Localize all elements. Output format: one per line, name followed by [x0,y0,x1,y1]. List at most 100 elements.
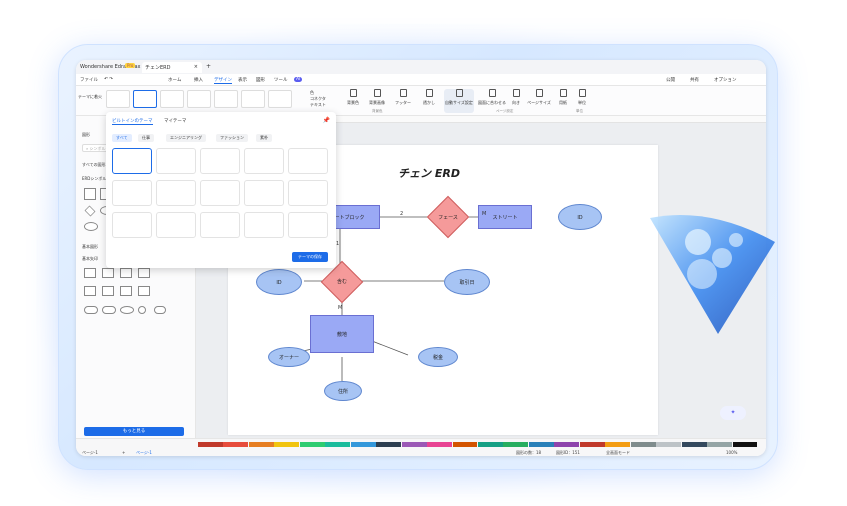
theme-card[interactable] [112,212,152,238]
basic-shape[interactable] [102,286,114,296]
menu-file[interactable]: ファイル [80,78,98,83]
theme-thumb[interactable] [187,90,211,108]
menu-home[interactable]: ホーム [168,78,182,83]
diagram-title[interactable]: チェン ERD [398,167,460,180]
page-tab[interactable]: ページ-1 [136,450,152,455]
color-option[interactable]: 色 [310,90,314,95]
basic-shape[interactable] [138,286,150,296]
basic-shape[interactable] [84,306,98,314]
erd-relation-shape[interactable] [84,205,96,217]
auto-size-tool[interactable]: 自動サイズ設定 [444,89,474,113]
new-tab-button[interactable]: + [206,63,212,70]
theme-card[interactable] [200,180,240,206]
cardinality-label: M [338,305,343,311]
publish-button[interactable]: 公開 [666,78,675,83]
basic-shape[interactable] [138,268,150,278]
section-basic-shapes[interactable]: 基本図形 [82,244,98,249]
page-size-tool[interactable]: ページサイズ [526,89,552,106]
orientation-tool[interactable]: 向き [508,89,524,106]
category-engineering[interactable]: エンジニアリング [166,134,206,142]
entity-lot[interactable]: 敷地 [310,315,374,353]
category-business[interactable]: 仕事 [138,134,154,142]
options-button[interactable]: オプション [714,78,737,83]
unit-tool[interactable]: 単位 [574,89,590,106]
attribute-trade-date[interactable]: 取引日 [444,269,490,295]
theme-card[interactable] [244,180,284,206]
theme-thumb[interactable] [241,90,265,108]
section-all-shapes[interactable]: すべての図形 [82,162,106,167]
attribute-street-id[interactable]: ID [558,204,602,230]
tab-builtin-themes[interactable]: ビルトインのテーマ [112,119,153,125]
category-fashion[interactable]: ファッション [216,134,248,142]
theme-thumb-selected[interactable] [133,90,157,108]
section-erd-symbols[interactable]: ERDシンボル [82,176,107,181]
more-shapes-button[interactable]: もっと見る [84,427,184,436]
theme-card[interactable] [244,212,284,238]
focus-mode-button[interactable]: 全画面モード [606,450,630,455]
attribute-tax[interactable]: 税金 [418,347,458,367]
tab-my-themes[interactable]: マイテーマ [164,119,187,124]
category-all[interactable]: すべて [112,134,132,142]
menu-view[interactable]: 表示 [238,78,247,83]
document-tab[interactable]: チェンERD × [142,62,202,73]
basic-shape[interactable] [84,268,96,278]
theme-card[interactable] [288,180,328,206]
theme-thumb[interactable] [160,90,184,108]
background-image-tool[interactable]: 背景画像 [366,89,388,106]
section-basic-arrows[interactable]: 基本矢印 [82,256,98,261]
menu-insert[interactable]: 挿入 [194,78,203,83]
undo-icon[interactable]: ↶ ↷ [104,77,113,82]
watermark-tool[interactable]: 透かし [418,89,440,106]
page-selector[interactable]: ページ-1 [82,450,98,455]
entity-street[interactable]: ストリート [478,205,532,229]
menu-ai[interactable]: AI [294,77,303,82]
theme-card[interactable] [156,148,196,174]
add-page-button[interactable]: + [122,450,126,455]
basic-shape[interactable] [102,268,114,278]
basic-shape[interactable] [154,306,166,314]
title-bar: Wondershare EdrawMax Pro チェンERD × + [76,60,766,74]
pin-icon[interactable]: 📌 [322,117,330,124]
theme-card[interactable] [244,148,284,174]
save-theme-button[interactable]: テーマの保存 [292,252,328,262]
erd-entity-shape[interactable] [84,188,96,200]
basic-shape[interactable] [120,306,134,314]
paper-tool[interactable]: 用紙 [554,89,572,106]
theme-card[interactable] [200,148,240,174]
attribute-lot-id[interactable]: ID [256,269,302,295]
menu-tools[interactable]: ツール [274,78,288,83]
menu-shape[interactable]: 図形 [256,78,265,83]
attribute-owner[interactable]: オーナー [268,347,310,367]
theme-thumb[interactable] [106,90,130,108]
share-button[interactable]: 共有 [690,78,699,83]
basic-shape[interactable] [120,268,132,278]
theme-card[interactable] [288,148,328,174]
zoom-level[interactable]: 100% [726,450,738,455]
theme-card[interactable] [288,212,328,238]
basic-shape[interactable] [102,306,116,314]
theme-card[interactable] [112,180,152,206]
ai-assistant-button[interactable]: ✦ [720,406,746,420]
theme-card[interactable] [156,212,196,238]
erd-attribute-shape[interactable] [84,222,98,231]
close-icon[interactable]: × [193,64,198,70]
fit-drawing-tool[interactable]: 図面に合わせる [478,89,506,106]
color-palette[interactable] [198,442,758,448]
basic-shape[interactable] [84,286,96,296]
text-option[interactable]: テキスト [310,102,326,107]
theme-card[interactable] [156,180,196,206]
theme-thumb[interactable] [268,90,292,108]
theme-apply-label[interactable]: テーマに着火 [78,94,102,99]
category-rustic[interactable]: 素朴 [256,134,272,142]
attribute-address[interactable]: 住所 [324,381,362,401]
theme-card-selected[interactable] [112,148,152,174]
background-color-tool[interactable]: 背景色 [342,89,364,106]
basic-shape[interactable] [120,286,132,296]
cardinality-label: M [482,211,487,217]
basic-shape[interactable] [138,306,146,314]
theme-thumb[interactable] [214,90,238,108]
menu-design[interactable]: デザイン [214,78,232,84]
footer-tool[interactable]: フッター [392,89,414,106]
theme-card[interactable] [200,212,240,238]
connector-option[interactable]: コネクタ [310,96,326,101]
